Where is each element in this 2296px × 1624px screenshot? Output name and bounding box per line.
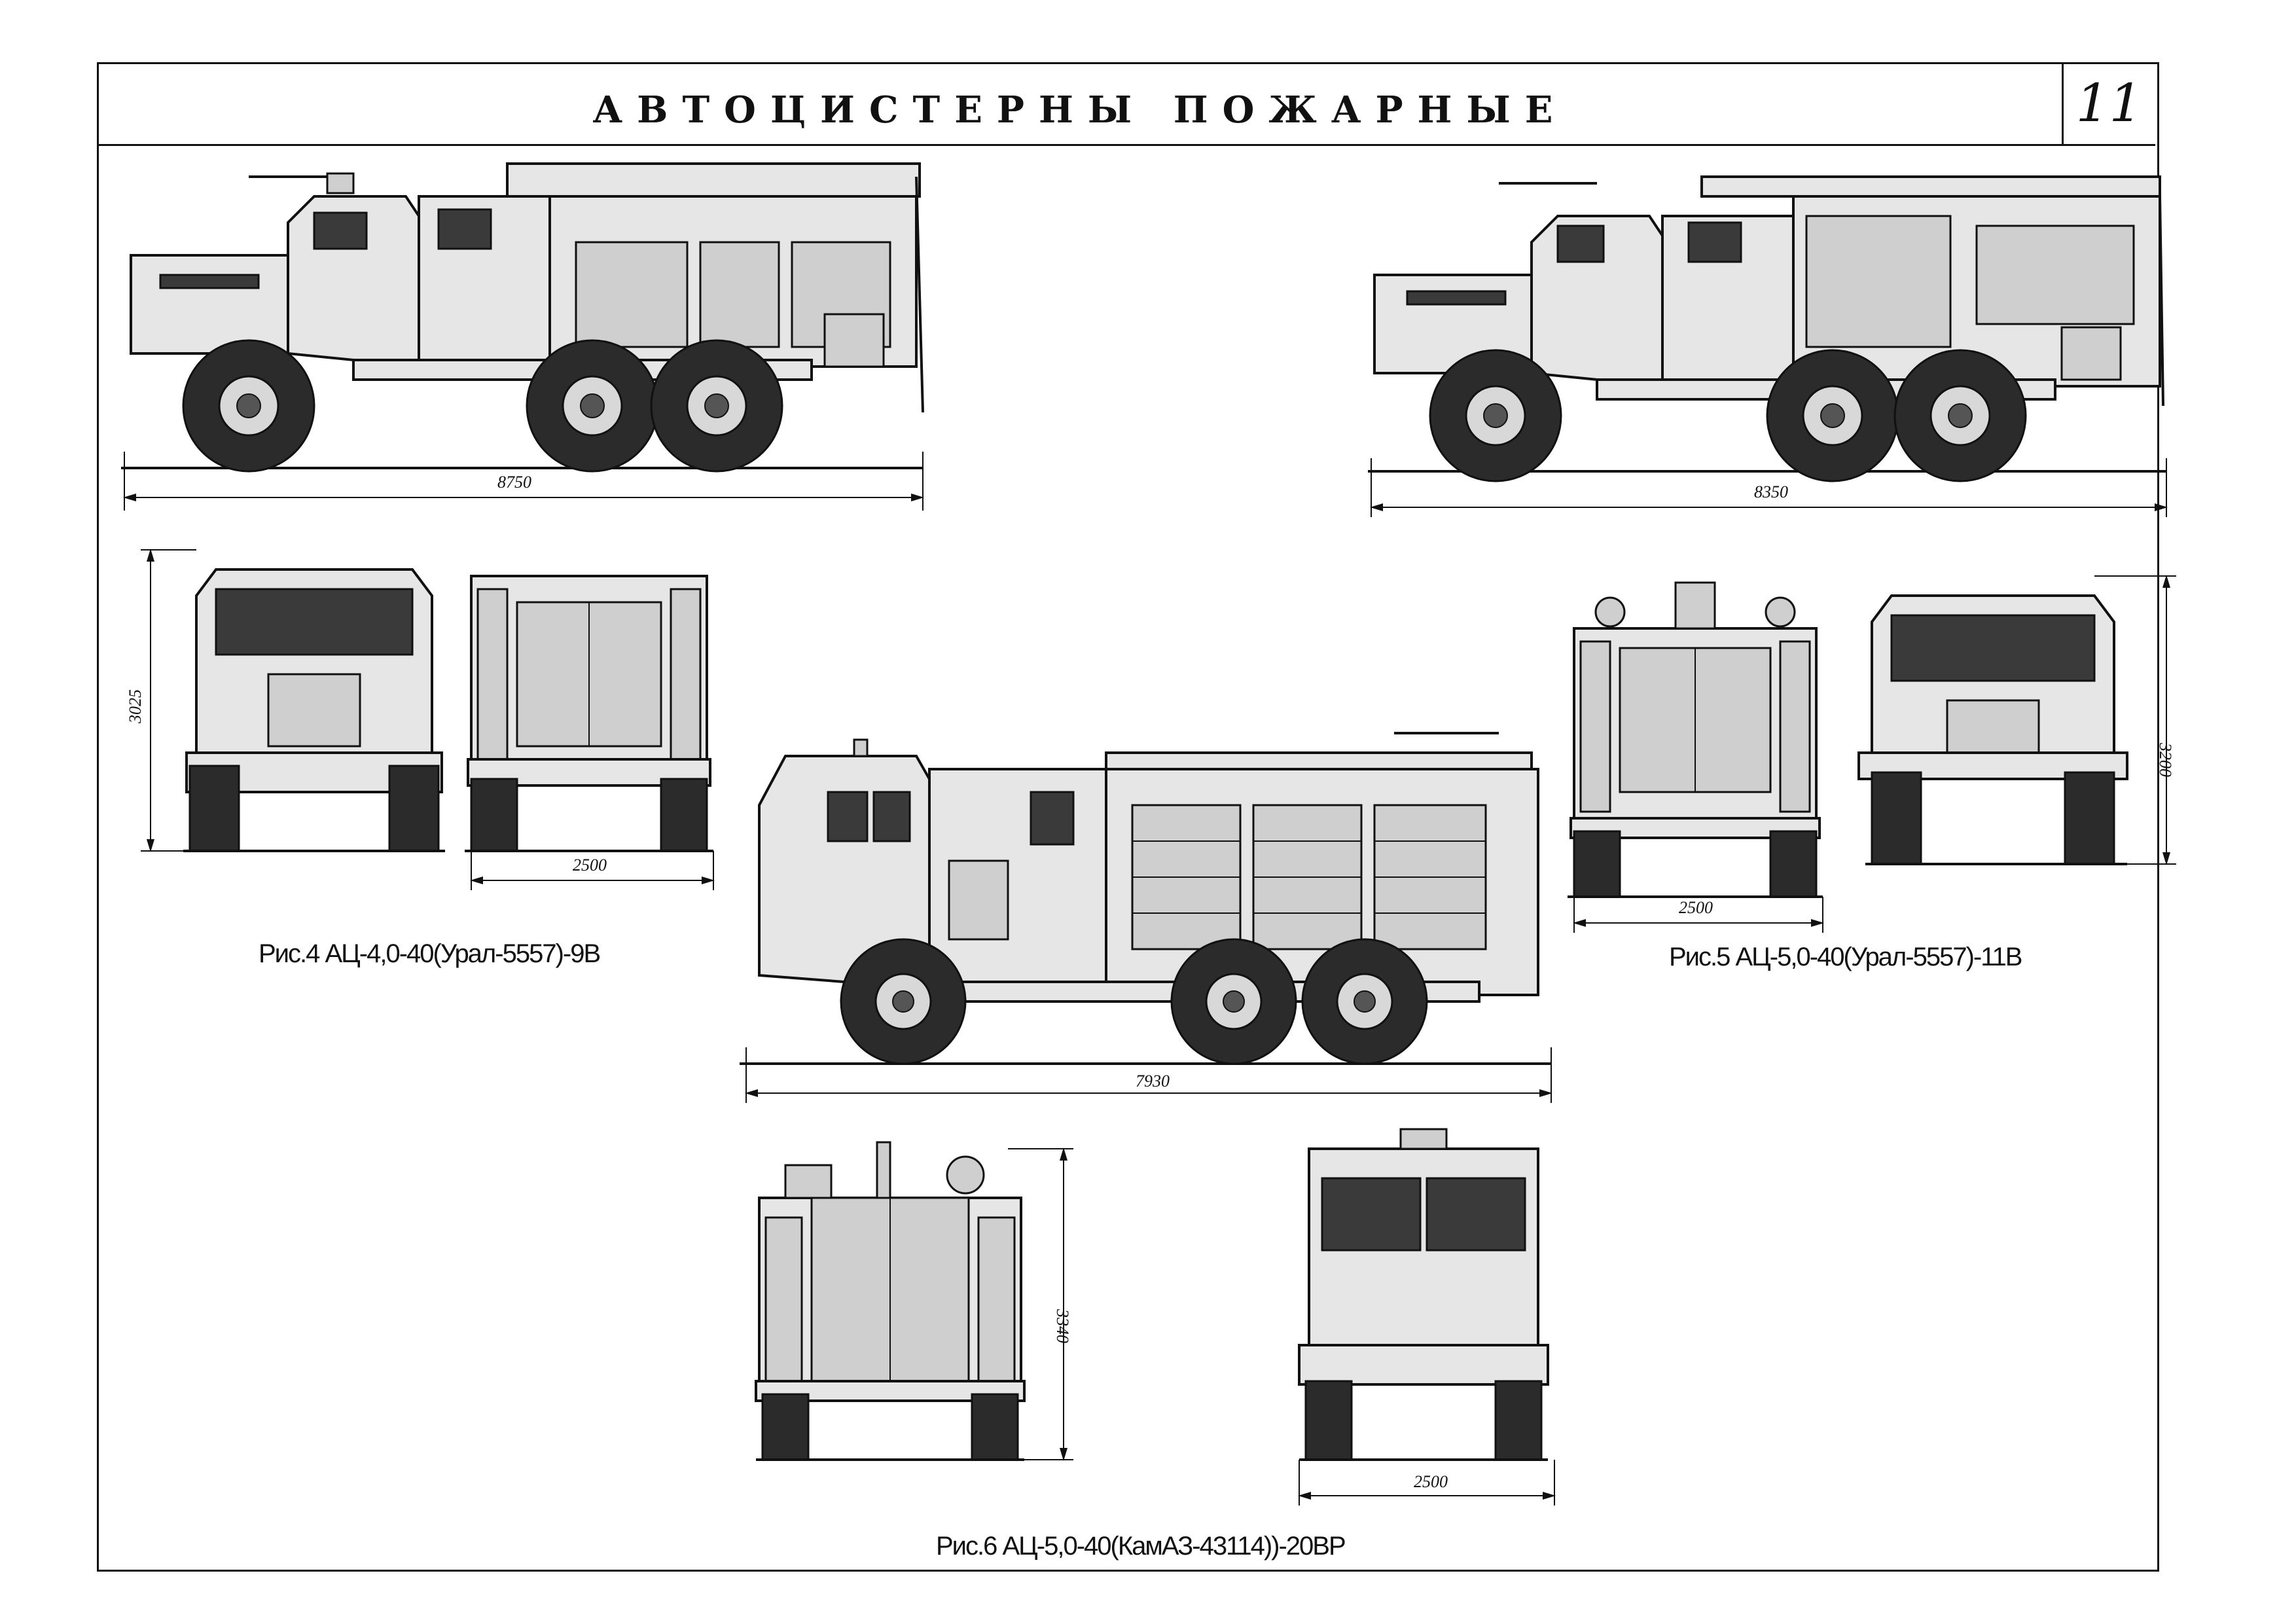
fig5-front-view [1857, 575, 2176, 865]
fig6-rear-view [755, 1141, 1073, 1461]
fig5-side-view [1368, 175, 2168, 517]
fig4-width-dimension: 2500 [573, 856, 607, 875]
sheet-number-divider [2062, 62, 2064, 144]
fig6-side-view [740, 732, 1552, 1103]
sheet-number: 11 [2075, 73, 2143, 134]
fig4-length-dimension: 8750 [497, 473, 531, 492]
fig4-side-view [121, 162, 924, 511]
fig5-height-dimension: 3200 [2156, 742, 2175, 777]
fig5-rear-view [1568, 581, 1824, 933]
fig6-front-view [1298, 1128, 1556, 1506]
fig6-height-dimension: 3340 [1053, 1308, 1072, 1343]
fig6-caption: Рис.6 АЦ-5,0-40(КамАЗ-43114))-20ВР [936, 1532, 1346, 1561]
fig6-length-dimension: 7930 [1136, 1072, 1170, 1091]
title-block-divider [97, 62, 2155, 146]
fig4-front-view [141, 549, 445, 852]
fig4-rear-view [465, 575, 715, 890]
fig5-width-dimension: 2500 [1679, 898, 1713, 917]
fig4-height-dimension: 3025 [126, 689, 145, 724]
fig5-caption: Рис.5 АЦ-5,0-40(Урал-5557)-11В [1669, 943, 2022, 971]
sheet-frame [97, 62, 2159, 1572]
page-title: АВТОЦИСТЕРНЫ ПОЖАРНЫЕ [592, 88, 1568, 132]
fig4-caption: Рис.4 АЦ-4,0-40(Урал-5557)-9В [259, 939, 601, 968]
fig5-length-dimension: 8350 [1754, 482, 1788, 501]
fig6-width-dimension: 2500 [1414, 1472, 1448, 1491]
